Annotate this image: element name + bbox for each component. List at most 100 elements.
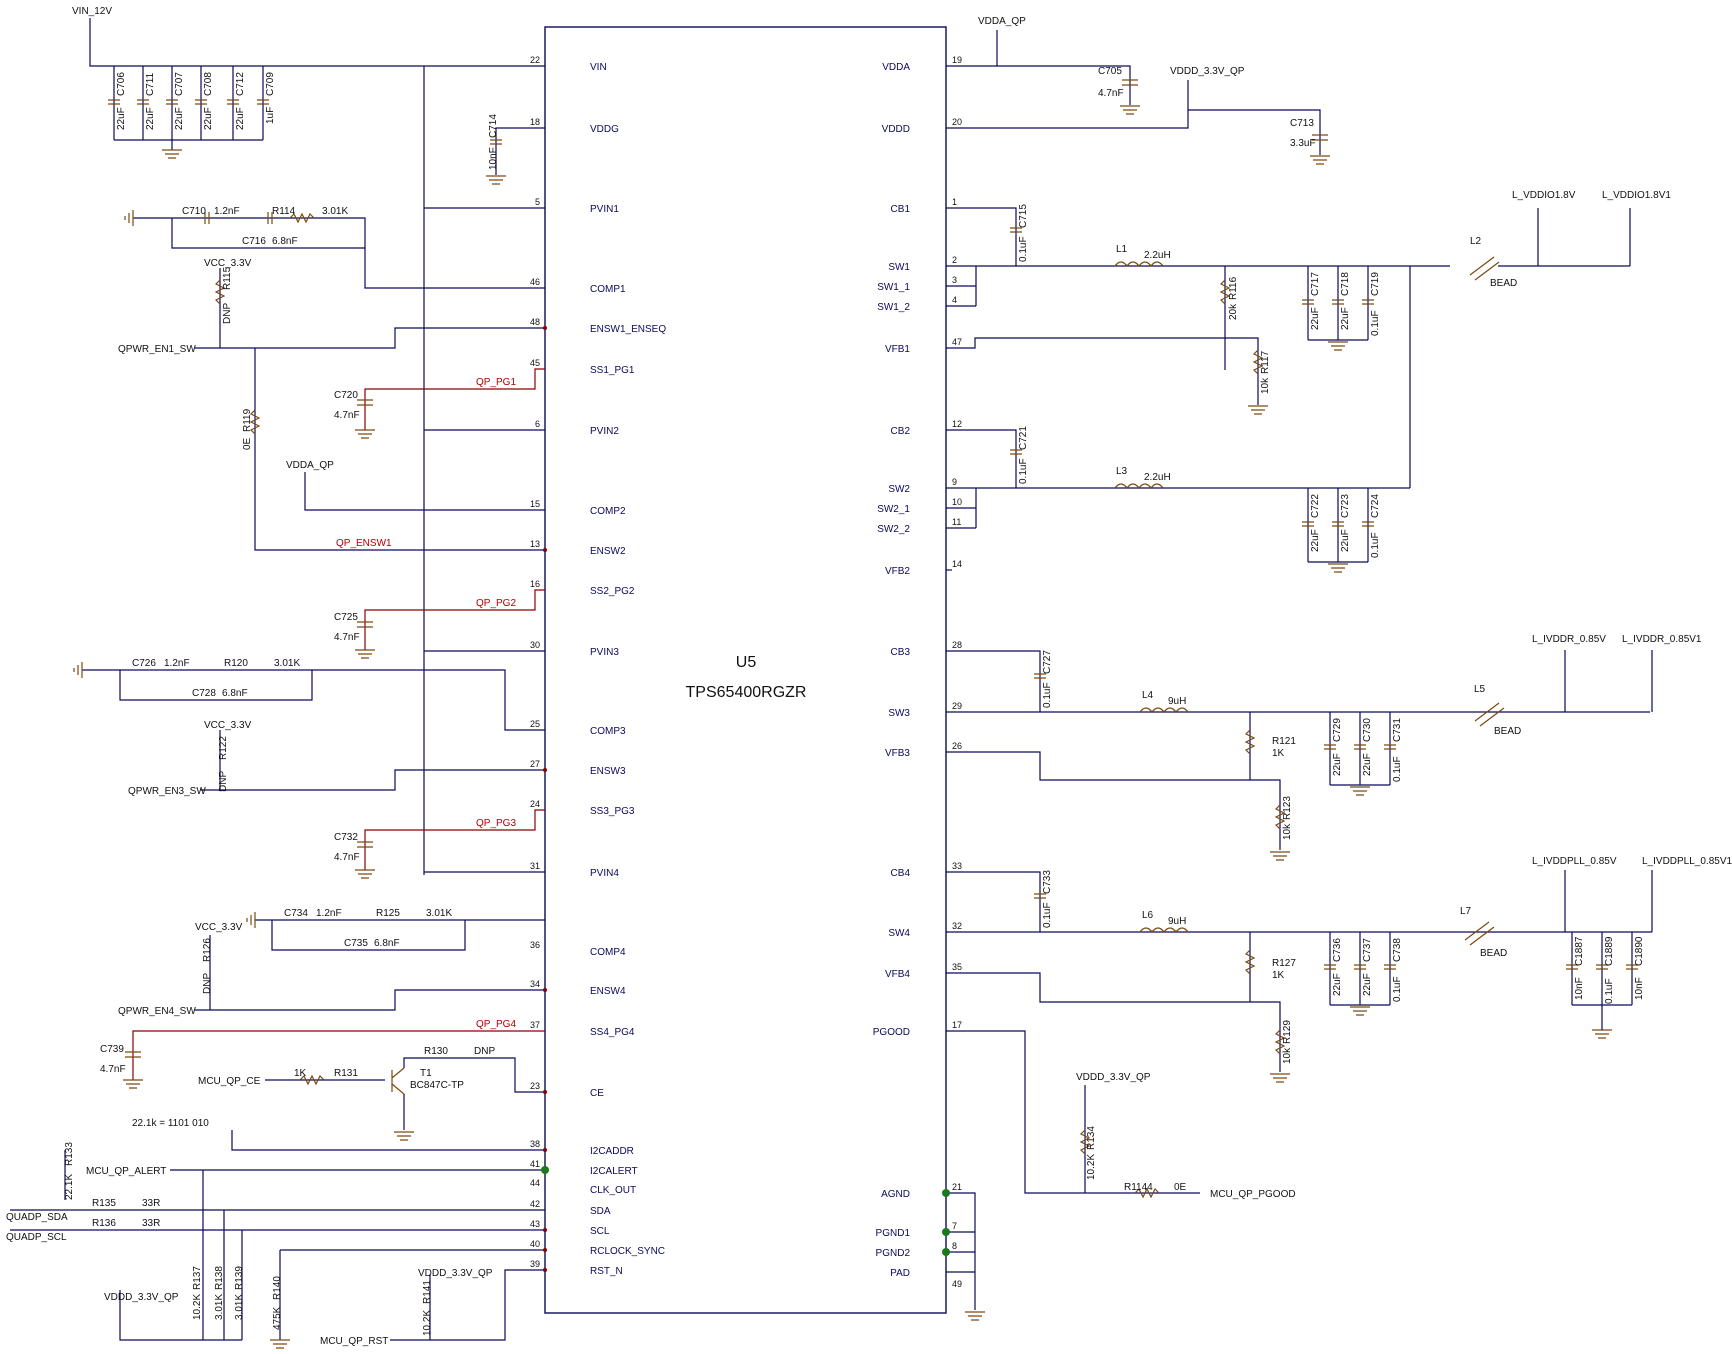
net-ivddpll: L_IVDDPLL_0.85V xyxy=(1532,856,1617,867)
ref-r130: R130 xyxy=(424,1046,448,1057)
ref-l6: L6 xyxy=(1142,910,1154,921)
net-rst: MCU_QP_RST xyxy=(320,1336,388,1347)
ref-r138: R138 xyxy=(214,1266,225,1290)
net-vddd-qp-pg: VDDD_3.3V_QP xyxy=(1076,1072,1151,1083)
right-pin-number: 35 xyxy=(952,962,962,972)
right-pin-name: CB4 xyxy=(891,868,911,879)
right-pin-number: 10 xyxy=(952,497,962,507)
net-vcc-1: VCC_3.3V xyxy=(204,258,252,269)
ref-c1887: C1887 xyxy=(1574,936,1585,966)
left-pin-name: COMP3 xyxy=(590,726,626,737)
left-pin-number: 36 xyxy=(530,940,540,950)
ref-r141: R141 xyxy=(422,1280,433,1304)
val-c718: 22uF xyxy=(1340,307,1351,330)
val-c737: 22uF xyxy=(1362,973,1373,996)
val-c726: 1.2nF xyxy=(164,658,190,669)
ref-r1144: R1144 xyxy=(1124,1182,1153,1193)
left-pin-number: 24 xyxy=(530,799,540,809)
val-c728: 6.8nF xyxy=(222,688,248,699)
ref-c706: C706 xyxy=(116,72,127,96)
net-vin12: VIN_12V xyxy=(72,6,112,17)
right-pin-number: 17 xyxy=(952,1020,962,1030)
ref-c719: C719 xyxy=(1370,272,1381,296)
ref-c734: C734 xyxy=(284,908,308,919)
val-c734: 1.2nF xyxy=(316,908,342,919)
ref-r125: R125 xyxy=(376,908,400,919)
ref-r136: R136 xyxy=(92,1218,116,1229)
right-pin-name: SW1 xyxy=(888,262,910,273)
right-pin-name: SW2_1 xyxy=(877,504,910,515)
net-pg2: QP_PG2 xyxy=(476,598,516,609)
ref-r121: R121 xyxy=(1272,736,1296,747)
val-c719: 0.1uF xyxy=(1370,310,1381,336)
net-ivddr1: L_IVDDR_0.85V1 xyxy=(1622,634,1702,645)
right-pin-name: CB1 xyxy=(891,204,911,215)
ref-r133: R133 xyxy=(64,1142,75,1166)
left-pin-number: 13 xyxy=(530,539,540,549)
left-pin-name: ENSW3 xyxy=(590,766,626,777)
right-pin-number: 12 xyxy=(952,419,962,429)
val-c711: 22uF xyxy=(145,107,156,130)
left-pin-name: PVIN3 xyxy=(590,647,619,658)
val-r117: 10k xyxy=(1260,377,1271,394)
net-pgood: MCU_QP_PGOOD xyxy=(1210,1189,1296,1200)
val-c713: 3.3uF xyxy=(1290,138,1316,149)
val-c707: 22uF xyxy=(174,107,185,130)
left-pin-name: I2CALERT xyxy=(590,1166,638,1177)
left-pin-name: ENSW1_ENSEQ xyxy=(590,324,666,335)
ref-c709: C709 xyxy=(265,72,276,96)
val-r120: 3.01K xyxy=(274,658,300,669)
val-r136: 33R xyxy=(142,1218,160,1229)
val-l4: 9uH xyxy=(1168,696,1186,707)
left-wiring xyxy=(10,18,549,1349)
net-vddd-qp-top: VDDD_3.3V_QP xyxy=(1170,66,1245,77)
val-c1889: 0.1uF xyxy=(1604,978,1615,1004)
left-pin-name: SDA xyxy=(590,1206,611,1217)
right-pin-name: VDDD xyxy=(882,124,910,135)
ref-c736: C736 xyxy=(1332,938,1343,962)
ref-c723: C723 xyxy=(1340,494,1351,518)
left-pin-labels: VIN22VDDG18PVIN15COMP146ENSW1_ENSEQ48SS1… xyxy=(530,55,666,1277)
ref-c718: C718 xyxy=(1340,272,1351,296)
right-pin-number: 21 xyxy=(952,1182,962,1192)
val-c705: 4.7nF xyxy=(1098,88,1124,99)
left-pin-name: RST_N xyxy=(590,1266,623,1277)
left-pin-number: 27 xyxy=(530,759,540,769)
right-pin-number: 47 xyxy=(952,337,962,347)
ref-c733: C733 xyxy=(1042,870,1053,894)
bead-l5: BEAD xyxy=(1494,726,1521,737)
net-pg1: QP_PG1 xyxy=(476,377,516,388)
ref-c707: C707 xyxy=(174,72,185,96)
ref-c1890: C1890 xyxy=(1634,936,1645,966)
val-r141: 10.2K xyxy=(422,1310,433,1336)
val-c731: 0.1uF xyxy=(1392,756,1403,782)
val-c727: 0.1uF xyxy=(1042,682,1053,708)
net-en3: QPWR_EN3_SW xyxy=(128,786,206,797)
val-r114: 3.01K xyxy=(322,206,348,217)
ref-l1: L1 xyxy=(1116,244,1128,255)
ref-r117: R117 xyxy=(1260,350,1271,374)
ref-c738: C738 xyxy=(1392,938,1403,962)
val-l3: 2.2uH xyxy=(1144,472,1171,483)
right-pin-name: SW2 xyxy=(888,484,910,495)
left-pin-name: SS2_PG2 xyxy=(590,586,635,597)
ref-c722: C722 xyxy=(1310,494,1321,518)
dnp-r126: DNP xyxy=(202,973,213,994)
val-r116: 20k xyxy=(1228,303,1239,320)
left-pin-dots xyxy=(541,326,549,1272)
net-alert: MCU_QP_ALERT xyxy=(86,1166,166,1177)
ref-c713: C713 xyxy=(1290,118,1314,129)
ref-r122: R122 xyxy=(218,736,229,760)
ref-c725: C725 xyxy=(334,612,358,623)
right-pin-number: 33 xyxy=(952,861,962,871)
ref-c739: C739 xyxy=(100,1044,124,1055)
net-pg3: QP_PG3 xyxy=(476,818,516,829)
left-pin-number: 39 xyxy=(530,1259,540,1269)
right-pin-number: 11 xyxy=(952,517,961,527)
net-labels: VIN_12V VDDA_QP VDDD_3.3V_QP VCC_3.3V QP… xyxy=(6,6,1732,1347)
ref-c714: C714 xyxy=(488,114,499,138)
left-pin-number: 30 xyxy=(530,640,540,650)
net-en4: QPWR_EN4_SW xyxy=(118,1006,196,1017)
val-c724: 0.1uF xyxy=(1370,532,1381,558)
val-c712: 22uF xyxy=(235,107,246,130)
